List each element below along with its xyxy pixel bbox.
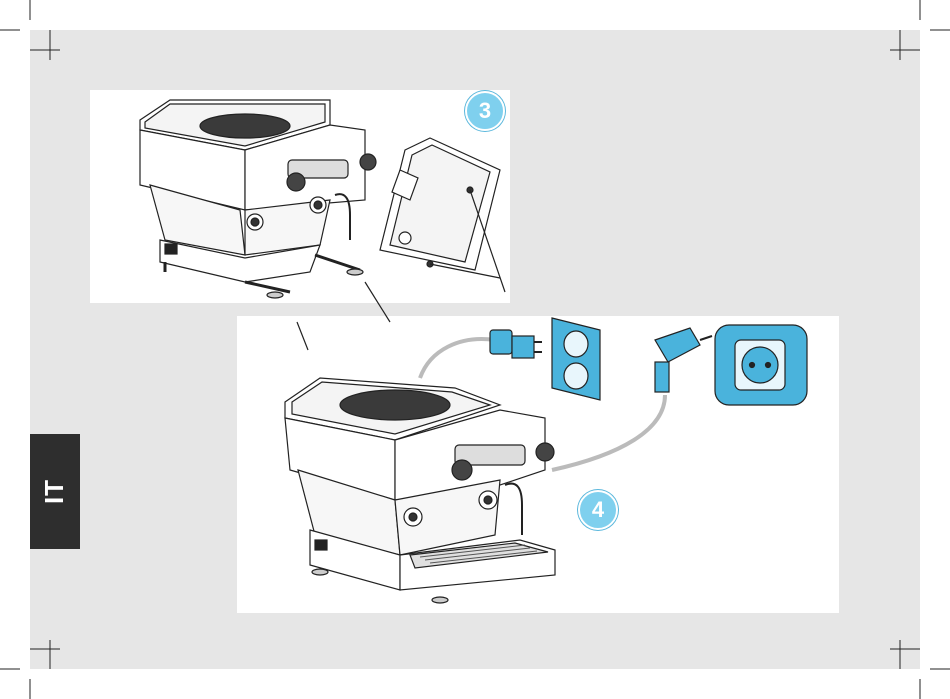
language-tab: IT xyxy=(30,434,80,549)
us-plug xyxy=(490,330,512,354)
eu-plug xyxy=(655,328,700,362)
cup-warmer-grille-2 xyxy=(340,390,450,420)
step-4-number: 4 xyxy=(592,497,604,523)
step-3-badge: 3 xyxy=(465,91,505,131)
step-4-badge: 4 xyxy=(578,490,618,530)
step-3-number: 3 xyxy=(479,98,491,124)
language-code: IT xyxy=(39,479,70,504)
